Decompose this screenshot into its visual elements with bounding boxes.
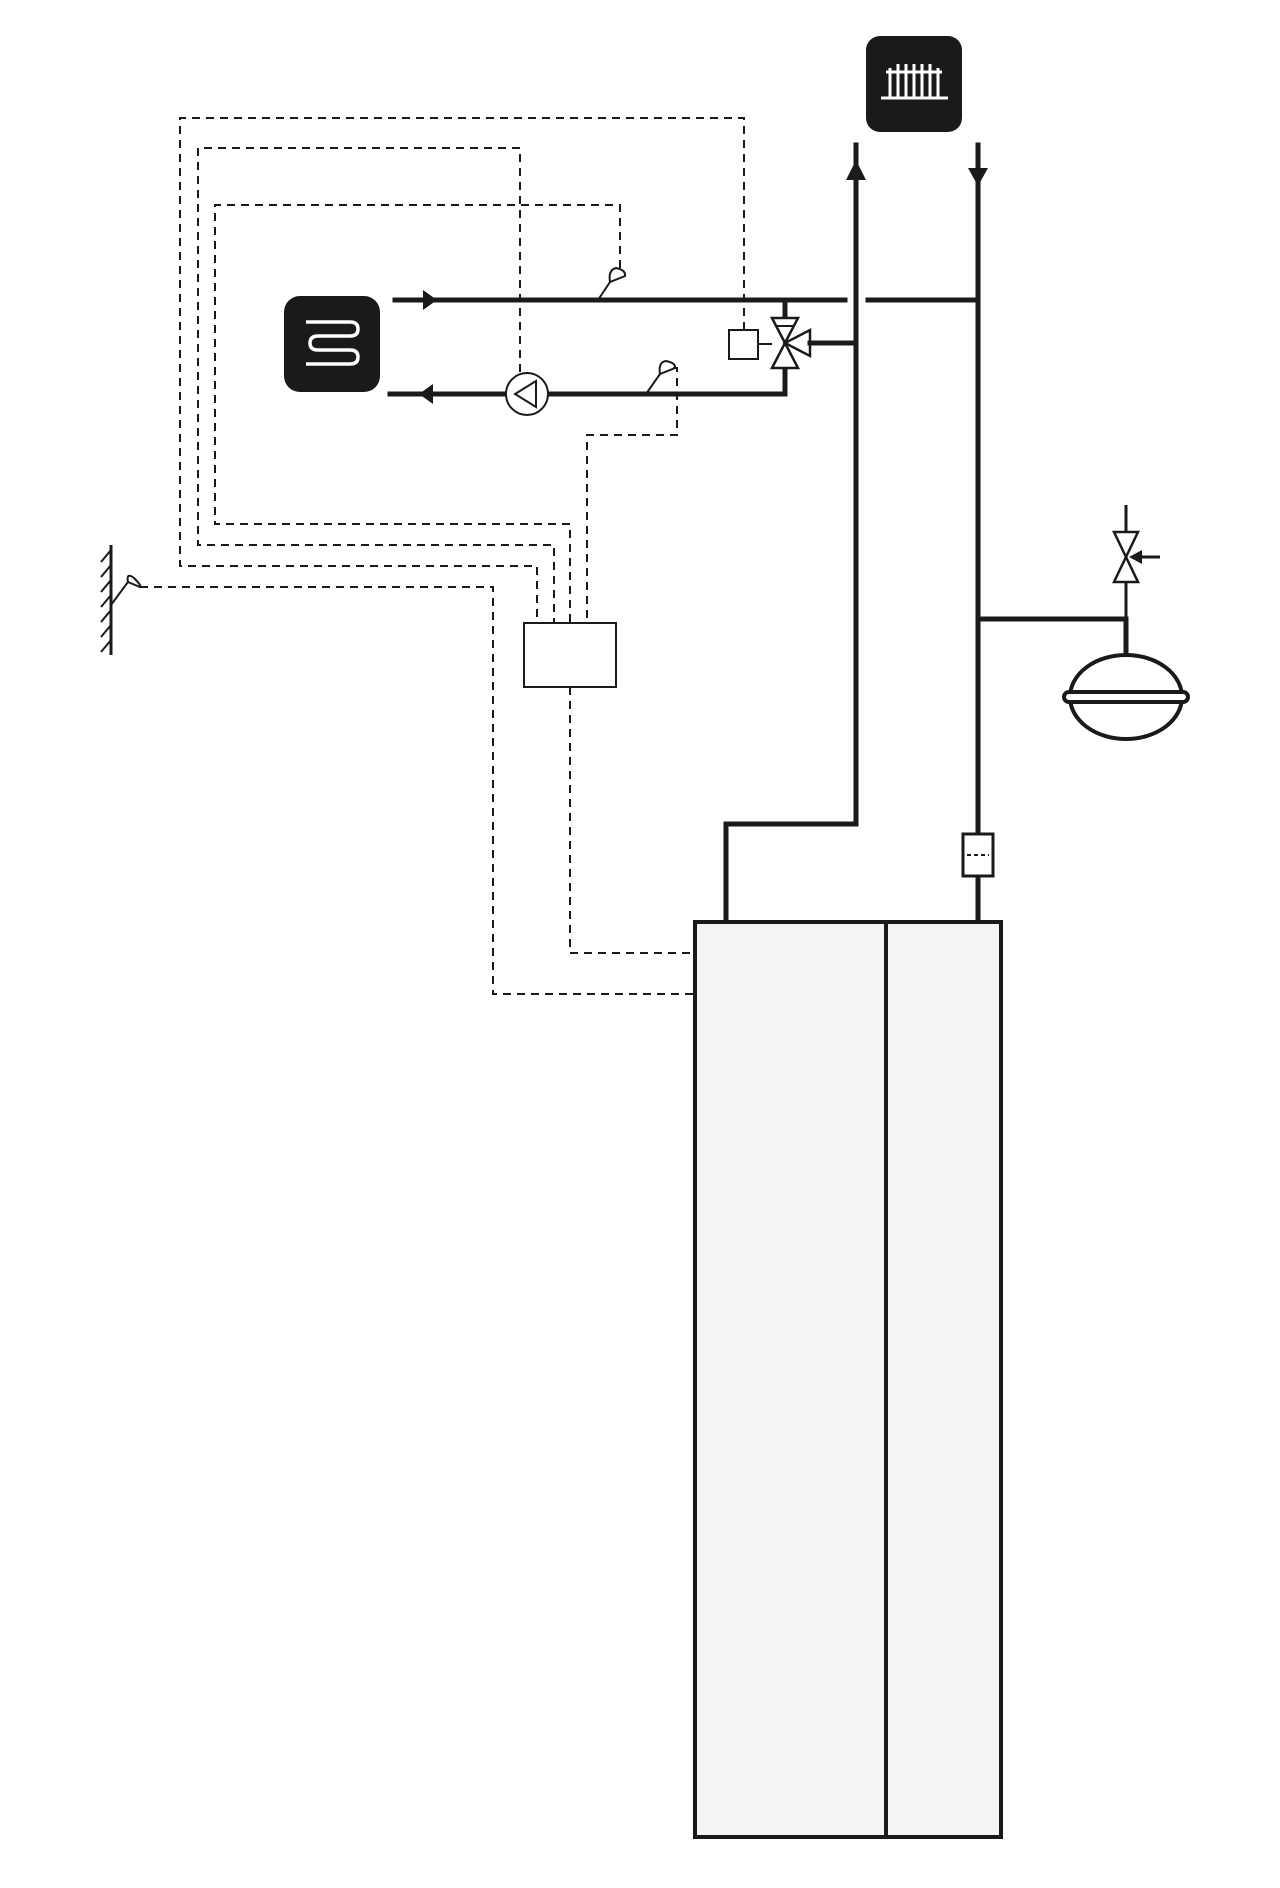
underfloor-supply-pipe [392, 290, 981, 310]
radiator-return-pipe [968, 142, 988, 925]
underfloor-heating-icon [284, 296, 380, 392]
indoor-unit [693, 920, 1003, 1839]
expansion-branch-pipe [975, 616, 1129, 655]
valve-actuator [728, 329, 759, 360]
radiator-icon [866, 36, 962, 132]
radiator-flow-pipe [723, 142, 866, 925]
circulation-pump-icon [505, 372, 549, 416]
safety-valve-icon [1112, 505, 1160, 619]
supply-temperature-sensor-icon [597, 266, 627, 301]
return-temperature-sensor-icon [645, 359, 677, 395]
particle-filter-icon [961, 832, 995, 878]
outdoor-sensor-icon [100, 545, 142, 655]
underfloor-return-pipe [387, 365, 788, 404]
room-control-module [523, 622, 617, 688]
three-way-valve-icon [769, 297, 859, 370]
expansion-vessel-icon [1062, 653, 1190, 741]
